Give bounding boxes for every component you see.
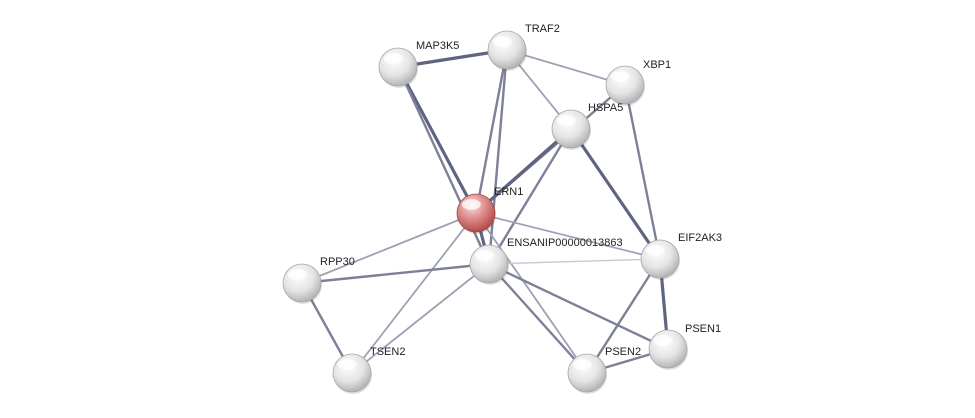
edge-ensanip-psen1[interactable] [487, 262, 670, 351]
nodes-layer: MAP3K5 TRAF2XBP1HSPA5ERN1ENSANIP000000138… [282, 23, 722, 394]
node-highlight [653, 335, 673, 346]
node-label-traf2: TRAF2 [525, 23, 560, 35]
node-ensanip[interactable]: ENSANIP00000013863 [469, 237, 623, 285]
edge-ern1-rpp30[interactable] [301, 212, 477, 284]
node-highlight [610, 71, 630, 82]
node-label-eif2ak3: EIF2AK3 [678, 232, 722, 244]
edge-ern1-psen2[interactable] [475, 212, 588, 374]
node-xbp1[interactable]: XBP1 [605, 59, 671, 106]
edge-hspa5-ensanip[interactable] [487, 127, 573, 266]
edge-ensanip-rpp30[interactable] [300, 262, 491, 285]
node-circle[interactable] [332, 353, 372, 393]
node-circle[interactable] [648, 329, 688, 369]
node-circle[interactable] [605, 65, 645, 105]
node-highlight [383, 53, 403, 64]
node-label-psen1: PSEN1 [685, 323, 721, 335]
node-label-hspa5: HSPA5 [588, 102, 623, 114]
node-highlight [492, 36, 512, 47]
node-circle[interactable] [567, 353, 607, 393]
node-label-tsen2: TSEN2 [370, 346, 405, 358]
edge-ensanip-eif2ak3[interactable] [488, 258, 661, 265]
node-map3k5[interactable]: MAP3K5 [378, 40, 459, 88]
node-rpp30[interactable]: RPP30 [282, 256, 355, 304]
node-eif2ak3[interactable]: EIF2AK3 [640, 232, 722, 280]
edge-ern1-tsen2[interactable] [351, 212, 477, 374]
edge-traf2-ensanip[interactable] [487, 48, 509, 266]
node-traf2[interactable]: TRAF2 [487, 23, 560, 71]
edge-ensanip-psen2[interactable] [487, 262, 589, 375]
node-circle[interactable] [378, 47, 418, 87]
node-tsen2[interactable]: TSEN2 [332, 346, 405, 394]
node-label-xbp1: XBP1 [643, 59, 671, 71]
edge-ern1-eif2ak3[interactable] [475, 212, 661, 260]
node-label-rpp30: RPP30 [320, 256, 355, 268]
node-circle[interactable] [282, 263, 322, 303]
node-highlight [645, 245, 665, 256]
node-circle[interactable] [469, 244, 509, 284]
node-circle[interactable] [640, 239, 680, 279]
node-highlight [287, 269, 307, 280]
node-psen1[interactable]: PSEN1 [648, 323, 721, 370]
node-hspa5[interactable]: HSPA5 [551, 102, 623, 150]
edge-hspa5-eif2ak3[interactable] [569, 127, 662, 261]
node-highlight [556, 115, 576, 126]
node-circle[interactable] [487, 30, 527, 70]
node-label-map3k5: MAP3K5 [416, 40, 459, 52]
node-label-ern1: ERN1 [494, 186, 523, 198]
edge-map3k5-ensanip[interactable] [396, 65, 491, 266]
edge-traf2-xbp1[interactable] [506, 49, 626, 86]
node-highlight [337, 359, 357, 370]
node-circle[interactable] [551, 109, 591, 149]
edge-traf2-ern1[interactable] [474, 48, 509, 215]
edge-hspa5-ern1[interactable] [474, 127, 573, 215]
node-highlight [572, 359, 592, 370]
edge-eif2ak3-psen2[interactable] [585, 257, 662, 375]
edge-xbp1-eif2ak3[interactable] [623, 83, 662, 261]
node-ern1[interactable]: ERN1 [456, 186, 523, 234]
node-psen2[interactable]: PSEN2 [567, 346, 641, 394]
edge-ensanip-tsen2[interactable] [351, 263, 490, 374]
node-label-ensanip: ENSANIP00000013863 [507, 237, 623, 249]
node-label-psen2: PSEN2 [605, 346, 641, 358]
node-highlight [474, 250, 494, 261]
focus-node-circle[interactable] [456, 193, 496, 233]
node-highlight [461, 199, 481, 210]
edge-map3k5-ern1[interactable] [396, 65, 478, 215]
